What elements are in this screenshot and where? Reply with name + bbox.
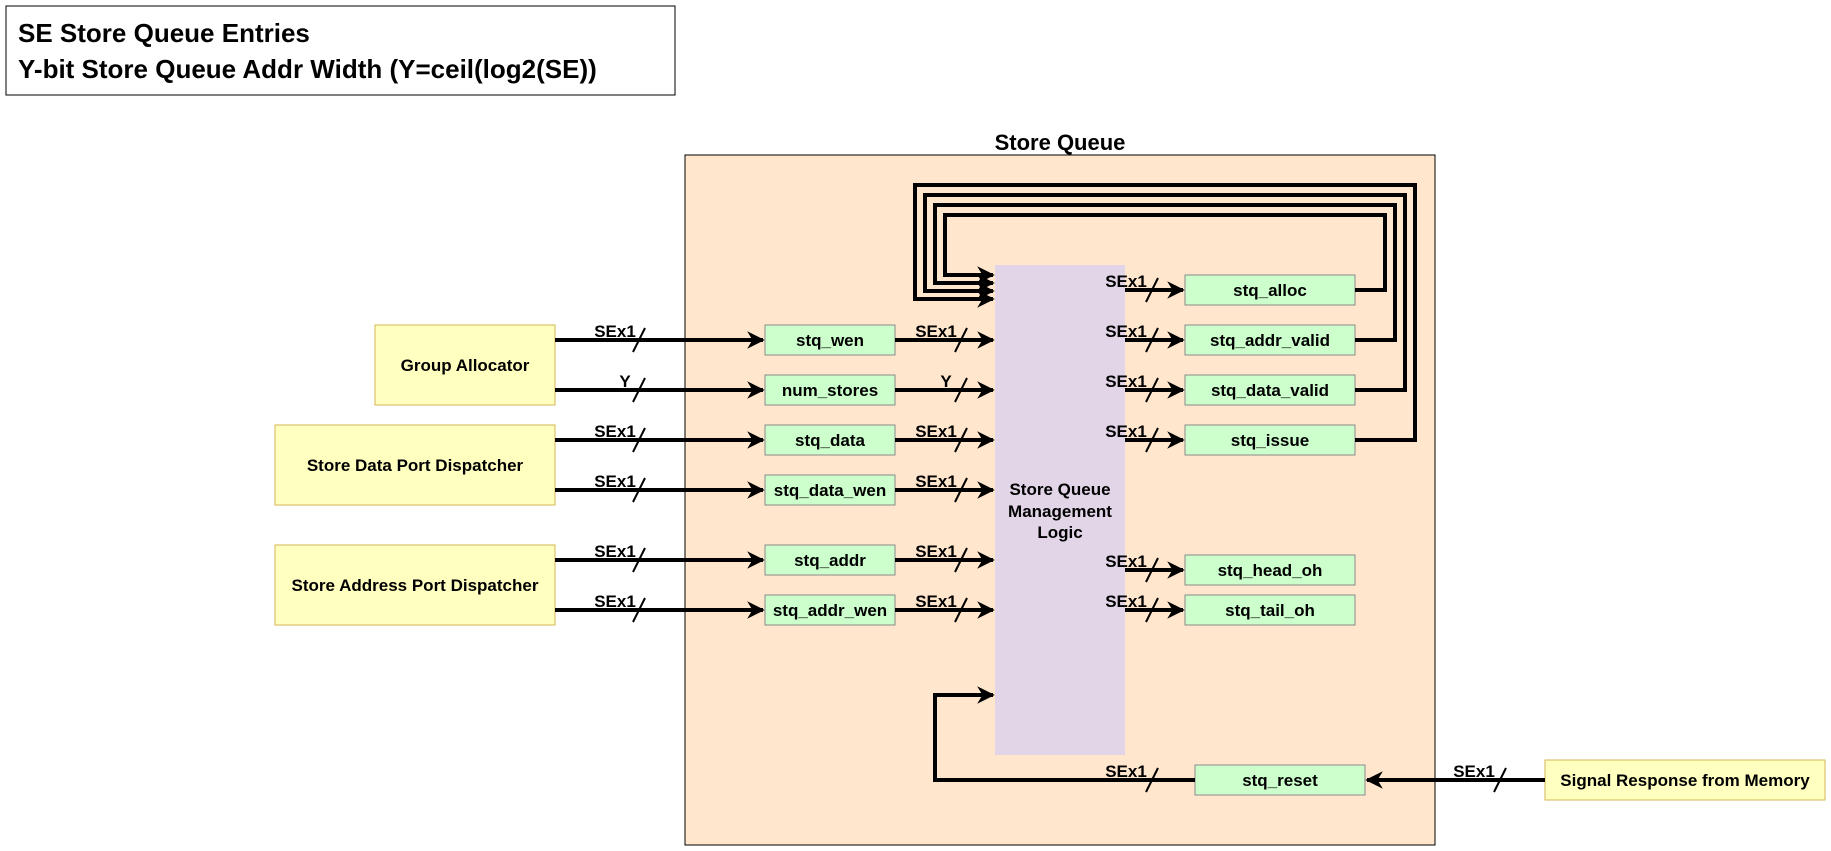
management-logic-label-2: Management bbox=[1008, 502, 1112, 521]
feedback-stq-alloc bbox=[943, 213, 1387, 292]
stq-data-valid-label: stq_data_valid bbox=[1211, 381, 1329, 400]
legend-addr-width-label: Y-bit Store Queue Addr Width (Y=ceil(log… bbox=[18, 54, 597, 84]
width-label-10: SEx1 bbox=[915, 472, 957, 491]
group-allocator-block bbox=[374, 324, 556, 406]
store-queue-title: Store Queue bbox=[995, 130, 1126, 155]
management-logic-label-3: Logic bbox=[1037, 523, 1082, 542]
legend-entries-label: SE Store Queue Entries bbox=[18, 18, 310, 48]
width-label-6: SEx1 bbox=[594, 592, 636, 611]
feedback-stq-issue bbox=[913, 183, 1417, 442]
stq-head-oh-box bbox=[1184, 554, 1356, 586]
slash-3 bbox=[632, 427, 646, 453]
management-logic-block bbox=[995, 265, 1125, 755]
group-allocator-label: Group Allocator bbox=[401, 356, 530, 375]
slash-2 bbox=[632, 377, 646, 403]
slash-7 bbox=[954, 327, 968, 353]
stq-issue-label: stq_issue bbox=[1231, 431, 1309, 450]
wire-stq-reset-logic bbox=[933, 686, 1195, 782]
slash-14 bbox=[1145, 327, 1159, 353]
stq-data-valid-box bbox=[1184, 374, 1356, 406]
width-label-4: SEx1 bbox=[594, 472, 636, 491]
memory-response-block bbox=[1544, 759, 1826, 801]
stq-addr-valid-box bbox=[1184, 324, 1356, 356]
slash-12 bbox=[954, 597, 968, 623]
width-label-17: SEx1 bbox=[1105, 552, 1147, 571]
data-dispatcher-block bbox=[274, 424, 556, 506]
slash-9 bbox=[954, 427, 968, 453]
stq-addr-valid-label: stq_addr_valid bbox=[1210, 331, 1330, 350]
slash-10 bbox=[954, 477, 968, 503]
stq-alloc-box bbox=[1184, 274, 1356, 306]
slash-15 bbox=[1145, 377, 1159, 403]
memory-response-label: Signal Response from Memory bbox=[1560, 771, 1810, 790]
width-label-16: SEx1 bbox=[1105, 422, 1147, 441]
stq-data-wen-box bbox=[764, 474, 896, 506]
width-label-11: SEx1 bbox=[915, 542, 957, 561]
slash-1 bbox=[632, 327, 646, 353]
feedback-stq-addr-valid bbox=[933, 203, 1397, 342]
stq-wen-label: stq_wen bbox=[796, 331, 864, 350]
slash-18 bbox=[1145, 597, 1159, 623]
stq-data-wen-label: stq_data_wen bbox=[774, 481, 886, 500]
data-dispatcher-label: Store Data Port Dispatcher bbox=[307, 456, 524, 475]
width-label-13: SEx1 bbox=[1105, 272, 1147, 291]
width-label-8: Y bbox=[940, 372, 952, 391]
addr-dispatcher-label: Store Address Port Dispatcher bbox=[292, 576, 539, 595]
slash-4 bbox=[632, 477, 646, 503]
management-logic-label-1: Store Queue bbox=[1009, 480, 1110, 499]
stq-addr-box bbox=[764, 544, 896, 576]
width-label-9: SEx1 bbox=[915, 422, 957, 441]
num-stores-box bbox=[764, 374, 896, 406]
width-label-3: SEx1 bbox=[594, 422, 636, 441]
slash-19 bbox=[1145, 767, 1159, 793]
feedback-stq-data-valid bbox=[923, 193, 1407, 392]
width-label-12: SEx1 bbox=[915, 592, 957, 611]
slash-16 bbox=[1145, 427, 1159, 453]
stq-addr-label: stq_addr bbox=[794, 551, 866, 570]
width-label-7: SEx1 bbox=[915, 322, 957, 341]
stq-issue-box bbox=[1184, 424, 1356, 456]
stq-addr-wen-box bbox=[764, 594, 896, 626]
num-stores-label: num_stores bbox=[782, 381, 878, 400]
addr-dispatcher-block bbox=[274, 544, 556, 626]
width-label-18: SEx1 bbox=[1105, 592, 1147, 611]
width-label-20: SEx1 bbox=[1453, 762, 1495, 781]
slash-17 bbox=[1145, 557, 1159, 583]
slash-6 bbox=[632, 597, 646, 623]
stq-tail-oh-label: stq_tail_oh bbox=[1225, 601, 1315, 620]
width-label-14: SEx1 bbox=[1105, 322, 1147, 341]
slash-5 bbox=[632, 547, 646, 573]
stq-data-box bbox=[764, 424, 896, 456]
stq-reset-label: stq_reset bbox=[1242, 771, 1318, 790]
width-label-19: SEx1 bbox=[1105, 762, 1147, 781]
stq-tail-oh-box bbox=[1184, 594, 1356, 626]
stq-data-label: stq_data bbox=[795, 431, 865, 450]
stq-addr-wen-label: stq_addr_wen bbox=[773, 601, 887, 620]
slash-8 bbox=[954, 377, 968, 403]
legend-box bbox=[5, 5, 676, 96]
width-label-1: SEx1 bbox=[594, 322, 636, 341]
slash-11 bbox=[954, 547, 968, 573]
width-label-15: SEx1 bbox=[1105, 372, 1147, 391]
stq-head-oh-label: stq_head_oh bbox=[1218, 561, 1323, 580]
stq-alloc-label: stq_alloc bbox=[1233, 281, 1307, 300]
width-label-2: Y bbox=[619, 372, 631, 391]
slash-13 bbox=[1145, 277, 1159, 303]
width-label-5: SEx1 bbox=[594, 542, 636, 561]
slash-20 bbox=[1493, 767, 1507, 793]
